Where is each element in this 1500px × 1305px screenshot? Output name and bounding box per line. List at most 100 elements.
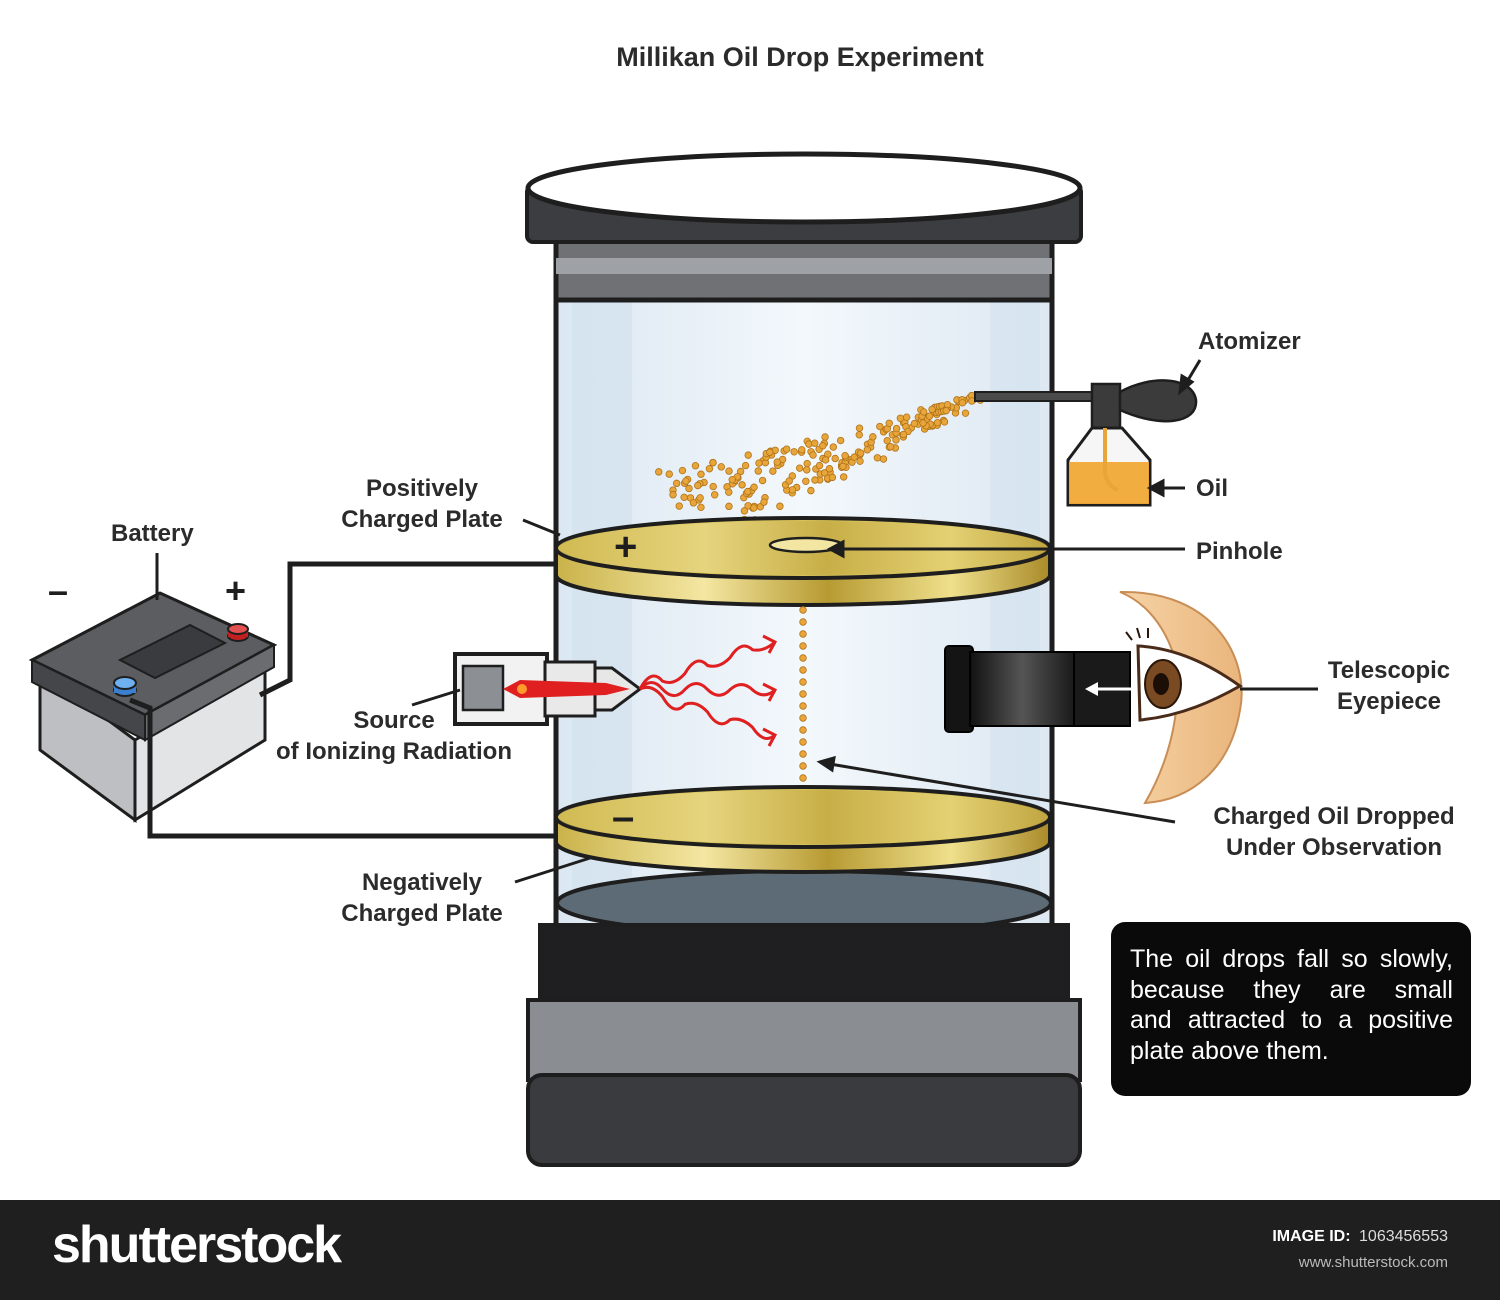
oil-droplet [669, 491, 677, 499]
negative-plate-label: Negatively Charged Plate [328, 867, 516, 929]
note-line: and attracted to a positive [1130, 1006, 1453, 1034]
chamber-lid [525, 151, 1083, 303]
radiation-source [453, 652, 643, 726]
positive-plate-label: Positively Charged Plate [328, 473, 516, 535]
oil-droplet [869, 433, 877, 441]
oil-droplet [873, 454, 882, 462]
oil-droplet [798, 446, 806, 454]
oil-droplet [802, 477, 810, 485]
oil-droplet [799, 654, 807, 662]
image-id-label: IMAGE ID: [1272, 1228, 1351, 1245]
oil-droplet [855, 424, 864, 432]
oil-droplet [740, 507, 749, 515]
oil-droplet [741, 461, 750, 470]
oil-droplet [809, 451, 817, 459]
oil-droplet [896, 414, 905, 422]
oil-droplet [836, 436, 845, 445]
oil-droplet [811, 476, 819, 484]
oil-droplet [766, 448, 774, 456]
oil-droplet [744, 451, 752, 459]
oil-droplet [831, 454, 839, 463]
oil-droplet [744, 487, 752, 496]
radiation-wave-arrowhead [762, 682, 778, 702]
oil-droplet [857, 449, 865, 457]
oil-droplet [942, 406, 950, 415]
oil-label: Oil [1196, 475, 1229, 502]
charged-oil-label: Charged Oil Dropped Under Observation [1194, 801, 1474, 863]
oil-droplet [725, 502, 733, 511]
oil-droplet [680, 493, 688, 502]
oil-droplet [803, 466, 811, 474]
negative-plate-label-line1: Negatively [361, 869, 483, 896]
oil-droplet [829, 443, 838, 451]
oil-droplet [705, 464, 714, 473]
oil-droplet [750, 483, 758, 491]
oil-droplet [709, 482, 717, 491]
oil-droplet [839, 462, 847, 471]
note-line: The oil drops fall so slowly, [1130, 945, 1453, 973]
oil-droplet [755, 459, 763, 467]
oil-droplet [876, 422, 884, 431]
oil-droplet [689, 499, 698, 507]
oil-droplet [655, 468, 663, 476]
oil-droplet [828, 473, 837, 482]
oil-droplet [815, 461, 824, 470]
positive-plate-label-line2: Charged Plate [341, 506, 503, 533]
oil-droplet [736, 467, 745, 476]
oil-droplet [697, 470, 705, 478]
circuit-wires [129, 561, 556, 839]
plate-plus-sign: + [614, 525, 637, 569]
oil-droplet [803, 459, 811, 468]
label-pointers [155, 359, 1318, 884]
radiation-wave [638, 680, 776, 698]
oil-droplet [885, 419, 893, 427]
oil-droplet [725, 467, 733, 475]
oil-droplet [821, 433, 829, 441]
pinhole-label: Pinhole [1196, 538, 1283, 565]
ionizing-radiation-waves [638, 634, 778, 747]
oil-droplet [839, 473, 848, 481]
oil-droplet [691, 462, 700, 470]
oil-droplet [799, 666, 807, 674]
oil-droplet [799, 762, 807, 770]
oil-droplet [738, 481, 746, 489]
oil-droplet [799, 702, 807, 710]
explanation-note: The oil drops fall so slowly, because th… [1111, 922, 1471, 1096]
note-line: because they are small [1130, 975, 1453, 1004]
oil-droplet [665, 470, 673, 478]
oil-droplet [728, 475, 736, 484]
oil-droplet [675, 502, 683, 510]
charged-oil-label-line2: Under Observation [1225, 834, 1443, 861]
oil-droplet [825, 465, 834, 473]
oil-droplet [943, 400, 952, 409]
chamber-base [526, 869, 1082, 1167]
oil-droplet [682, 477, 690, 485]
oil-droplet [910, 419, 919, 428]
oil-droplet [710, 491, 719, 499]
oil-droplet [883, 436, 891, 445]
note-line: plate above them. [1130, 1036, 1329, 1065]
oil-droplet [785, 477, 793, 485]
oil-droplet [799, 678, 807, 686]
oil-spray-droplets [655, 391, 985, 543]
radiation-source-label-line2: of Ionizing Radiation [276, 738, 512, 765]
negative-plate [554, 785, 1052, 874]
footer-bar: shutterstock IMAGE ID: 1063456553 www.sh… [0, 1200, 1500, 1300]
radiation-source-label: Source of Ionizing Radiation [258, 705, 530, 767]
oil-droplet [928, 405, 936, 414]
oil-droplet [709, 458, 717, 467]
oil-droplet [821, 456, 830, 464]
telescopic-eyepiece [944, 645, 1135, 733]
oil-droplet [773, 458, 781, 466]
oil-droplet [899, 430, 908, 439]
positive-plate-label-line1: Positively [365, 475, 479, 502]
oil-droplet [760, 498, 768, 506]
atomizer [974, 379, 1198, 507]
oil-droplet [788, 486, 797, 494]
oil-droplet [958, 399, 967, 407]
positive-plate [554, 516, 1052, 607]
radiation-wave [639, 685, 776, 741]
oil-droplet [799, 618, 807, 626]
oil-droplet [886, 442, 895, 451]
